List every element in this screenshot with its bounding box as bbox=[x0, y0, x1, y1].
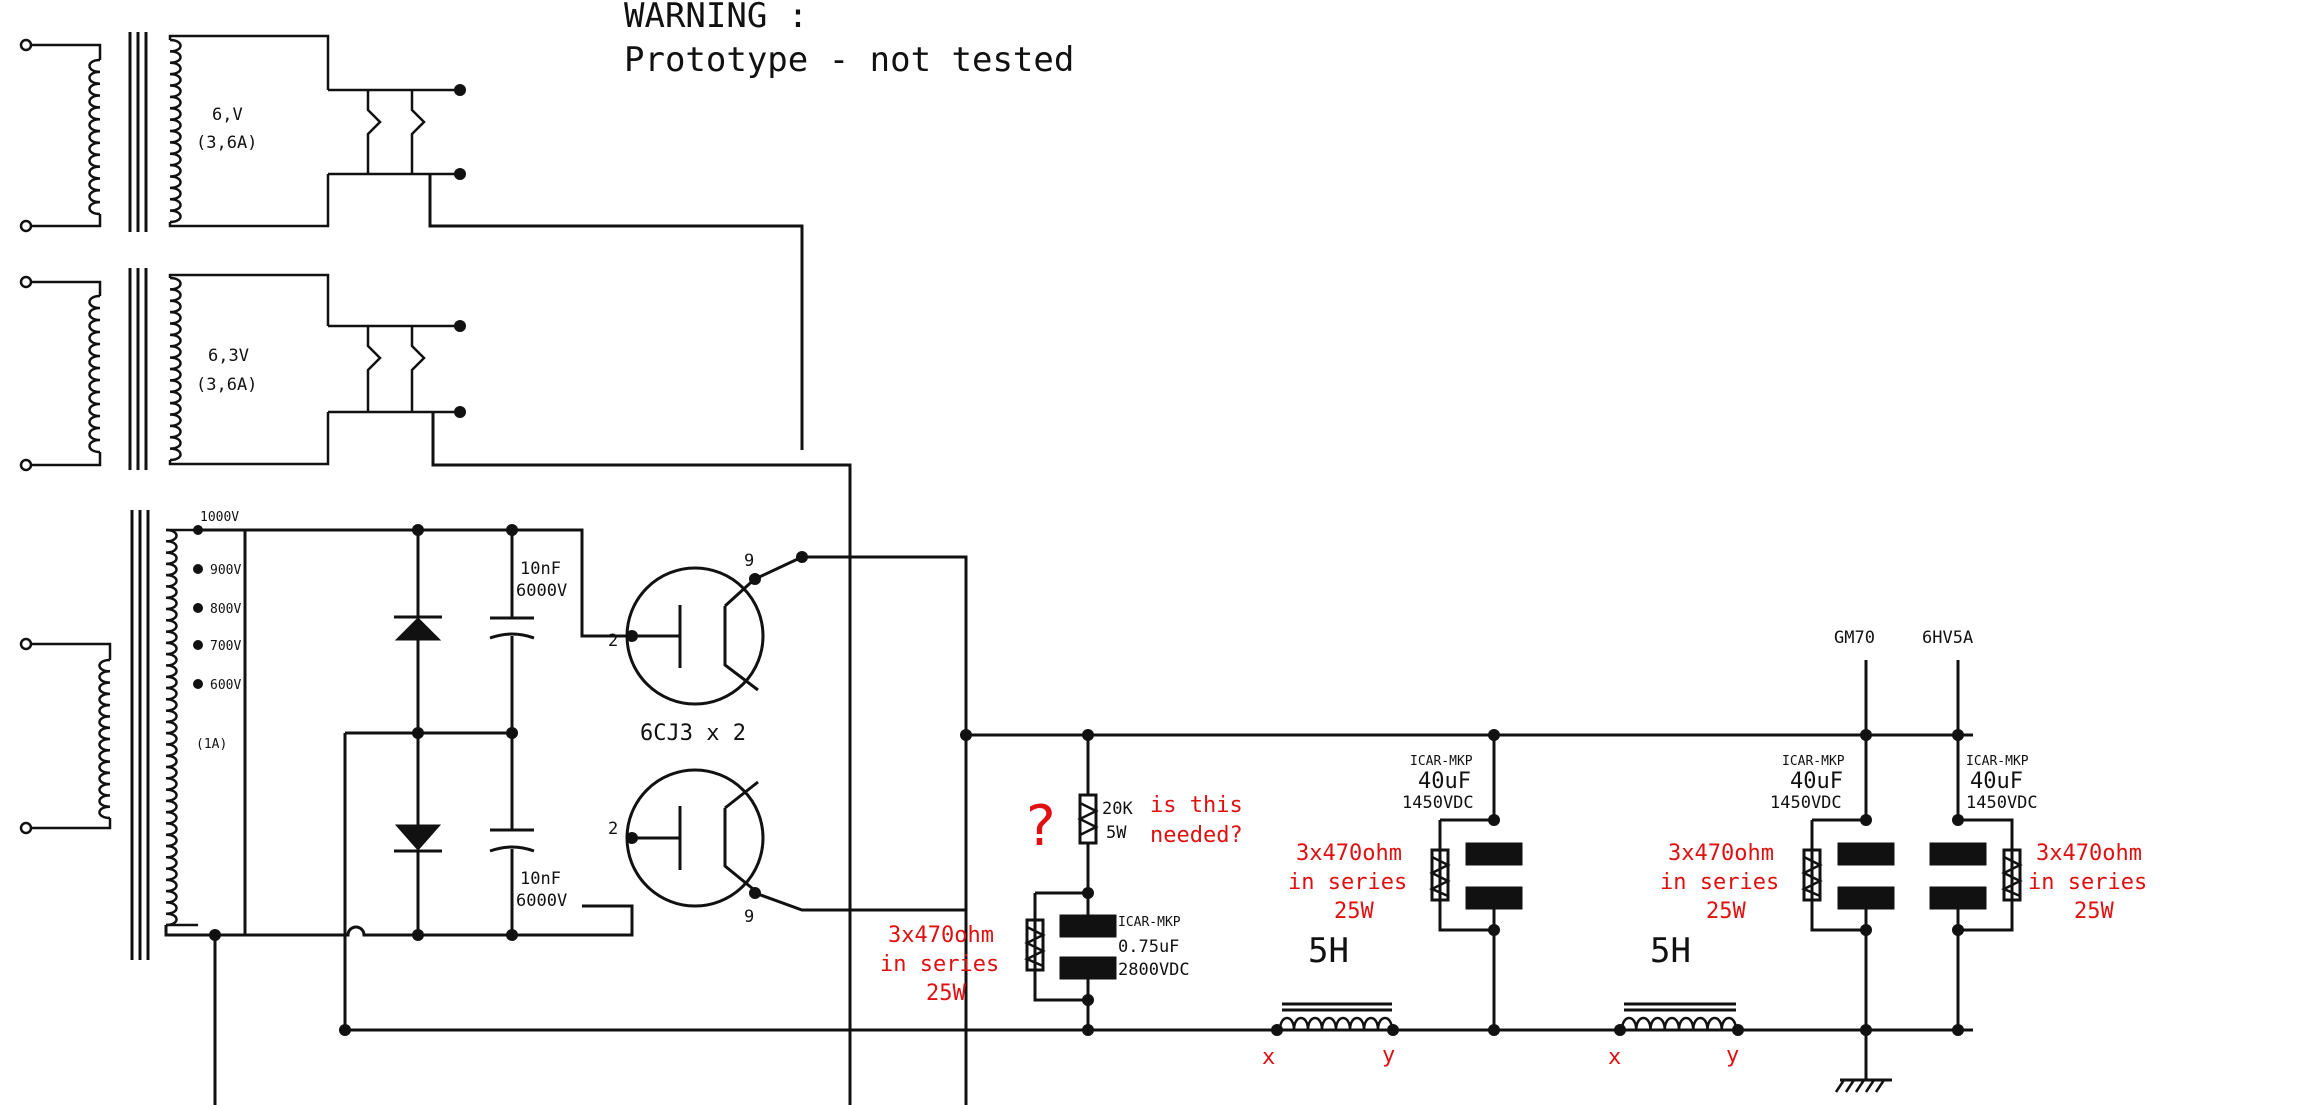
top-tube-grid-pin: 2 bbox=[608, 631, 618, 651]
stage3a-bleeder-line1: 3x470ohm bbox=[1668, 841, 1774, 866]
rectifier-section: 10nF 6000V 10nF 6000V bbox=[343, 524, 567, 1030]
heater2-voltage: 6,3V bbox=[208, 346, 249, 366]
heater-transformer-2: 6,3V (3,6A) bbox=[19, 268, 852, 1105]
first-bleeder-line1: 3x470ohm bbox=[888, 923, 994, 948]
diode-top-icon bbox=[394, 617, 442, 641]
choke1-y: y bbox=[1382, 1043, 1395, 1068]
question-mark: ? bbox=[1026, 794, 1056, 859]
stage2-cap-rating: 1450VDC bbox=[1402, 793, 1474, 813]
stage3a-bleeder-line3: 25W bbox=[1706, 899, 1746, 924]
stage3b-cap-rating: 1450VDC bbox=[1966, 793, 2038, 813]
bottom-tube-grid-pin: 2 bbox=[608, 819, 618, 839]
primary-terminal-bottom bbox=[19, 821, 33, 835]
tap-800v: 800V bbox=[210, 602, 241, 617]
output-gm70: GM70 bbox=[1834, 628, 1875, 648]
warning-subtitle: Prototype - not tested bbox=[624, 40, 1074, 80]
stage2-bleeder-line2: in series bbox=[1288, 870, 1407, 895]
choke2-value: 5H bbox=[1650, 931, 1691, 971]
stage3b-cap-brand: ICAR-MKP bbox=[1966, 754, 2029, 769]
resistor-value: 20K bbox=[1102, 799, 1133, 819]
choke1-x: x bbox=[1262, 1045, 1275, 1070]
choke-2: 5H x y bbox=[1608, 931, 1744, 1070]
warning-title: WARNING : bbox=[624, 0, 808, 36]
first-cap-rating: 2800VDC bbox=[1118, 960, 1190, 980]
stage2-bleeder-line1: 3x470ohm bbox=[1296, 841, 1402, 866]
cap-top-value: 10nF bbox=[520, 559, 561, 579]
first-cap-value: 0.75uF bbox=[1118, 937, 1179, 957]
primary-terminal-bottom bbox=[19, 458, 33, 472]
stage2-cap-value: 40uF bbox=[1418, 769, 1471, 794]
cap-top-rating: 6000V bbox=[516, 581, 567, 601]
stage-3b-filter: 6HV5A ICAR-MKP 40uF 1450VDC 3x470ohm in … bbox=[1922, 628, 2147, 1036]
output-6hv5a: 6HV5A bbox=[1922, 628, 1973, 648]
choke2-x: x bbox=[1608, 1045, 1621, 1070]
stage2-bleeder-line3: 25W bbox=[1334, 899, 1374, 924]
tap-1000v: 1000V bbox=[200, 510, 239, 525]
first-bleeder-line2: in series bbox=[880, 952, 999, 977]
rectifier-tube-top: 2 9 bbox=[608, 551, 968, 1105]
stage3b-bleeder-line1: 3x470ohm bbox=[2036, 841, 2142, 866]
tap-600v: 600V bbox=[210, 678, 241, 693]
ground-icon bbox=[1834, 1078, 1892, 1093]
cap-bottom-value: 10nF bbox=[520, 869, 561, 889]
question-note-line1: is this bbox=[1150, 793, 1243, 818]
stage3a-cap-brand: ICAR-MKP bbox=[1782, 754, 1845, 769]
heater2-current: (3,6A) bbox=[196, 375, 257, 395]
bottom-tube-plate-pin: 9 bbox=[744, 907, 754, 927]
choke2-y: y bbox=[1726, 1043, 1739, 1068]
primary-terminal-bottom bbox=[19, 219, 33, 233]
heater2-out-terminal-1 bbox=[454, 320, 466, 332]
stage3b-cap-value: 40uF bbox=[1970, 769, 2023, 794]
heater1-current: (3,6A) bbox=[196, 133, 257, 153]
stage3a-cap-value: 40uF bbox=[1790, 769, 1843, 794]
resistor-power: 5W bbox=[1106, 823, 1127, 843]
cap-bottom-rating: 6000V bbox=[516, 891, 567, 911]
first-stage-filter: ? 20K 5W is this needed? ICAR-MKP 0.75uF… bbox=[880, 729, 1243, 1036]
stage3a-bleeder-line2: in series bbox=[1660, 870, 1779, 895]
stage-2-filter: ICAR-MKP 40uF 1450VDC 3x470ohm in series… bbox=[1288, 729, 1523, 1036]
choke-1: 5H x y bbox=[1262, 931, 1399, 1070]
stage3b-bleeder-line3: 25W bbox=[2074, 899, 2114, 924]
first-bleeder-line3: 25W bbox=[926, 981, 966, 1006]
stage3a-cap-rating: 1450VDC bbox=[1770, 793, 1842, 813]
rectifier-tube-bottom: 2 9 bbox=[608, 768, 966, 927]
first-cap-brand: ICAR-MKP bbox=[1118, 915, 1181, 930]
heater1-voltage: 6,V bbox=[212, 105, 243, 125]
rectifier-tube-label: 6CJ3 x 2 bbox=[640, 721, 746, 746]
primary-terminal-top bbox=[19, 637, 33, 651]
diode-bottom-icon bbox=[394, 824, 442, 851]
hv-transformer: 1000V 900V 800V 700V 600V (1A) bbox=[19, 510, 634, 1105]
heater1-out-terminal-1 bbox=[454, 84, 466, 96]
stage2-cap-brand: ICAR-MKP bbox=[1410, 754, 1473, 769]
tap-900v: 900V bbox=[210, 563, 241, 578]
stage3b-bleeder-line2: in series bbox=[2028, 870, 2147, 895]
question-note-line2: needed? bbox=[1150, 823, 1243, 848]
heater2-out-terminal-2 bbox=[454, 406, 466, 418]
primary-terminal-top bbox=[19, 38, 33, 52]
heater-transformer-1: 6,V (3,6A) bbox=[19, 32, 804, 450]
hv-current: (1A) bbox=[196, 737, 227, 752]
heater1-out-terminal-2 bbox=[454, 168, 466, 180]
primary-terminal-top bbox=[19, 275, 33, 289]
stage-3a-filter: GM70 ICAR-MKP 40uF 1450VDC 3x470ohm in s… bbox=[1660, 628, 1895, 1093]
tap-700v: 700V bbox=[210, 639, 241, 654]
top-tube-plate-pin: 9 bbox=[744, 551, 754, 571]
choke1-value: 5H bbox=[1308, 931, 1349, 971]
